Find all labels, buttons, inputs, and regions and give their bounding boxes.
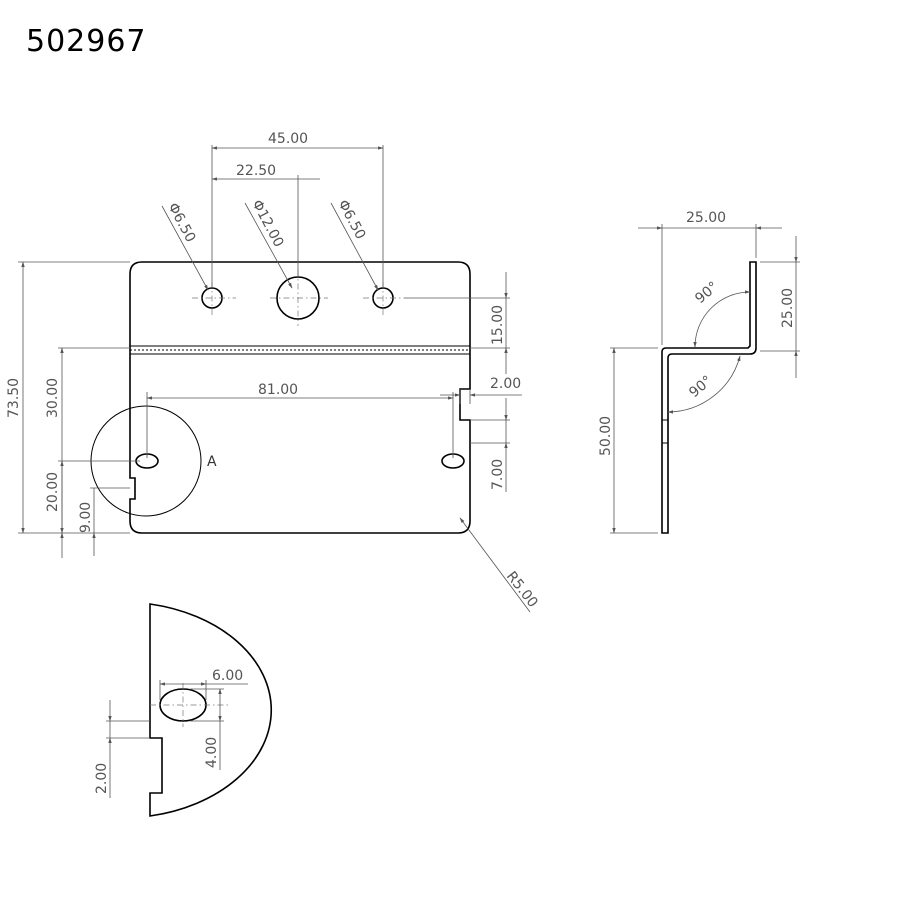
front-plate-outline [129, 261, 471, 534]
dim-bottom-height: 50.00 [598, 416, 614, 456]
dim-hole-pitch-center: 22.50 [236, 163, 276, 179]
dim-hole-center-dia: Φ12.00 [248, 197, 286, 250]
detail-label: A [207, 454, 217, 470]
dim-bend-angle-bottom: 90° [686, 373, 715, 401]
front-view: A 45.00 22.50 Φ6.50 Φ12.00 Φ6.50 73.50 3… [6, 131, 541, 613]
side-profile-outline [661, 261, 757, 534]
dim-slot-offset: 9.00 [78, 502, 94, 533]
dim-overall-height: 73.50 [6, 378, 22, 418]
detail-outline [149, 603, 272, 817]
dim-hole-right-dia: Φ6.50 [334, 197, 368, 242]
dim-notch-depth: 2.00 [490, 376, 521, 392]
dim-detail-notch-depth: 2.00 [94, 763, 110, 794]
dim-detail-slot-length: 6.00 [212, 668, 243, 684]
dim-hole-row-height: 15.00 [490, 305, 506, 345]
dim-notch-height: 7.00 [490, 459, 506, 490]
dim-slot-pitch: 81.00 [258, 382, 298, 398]
dim-top-height: 25.00 [780, 288, 796, 328]
dim-corner-radius: R5.00 [503, 569, 541, 611]
dim-slot-height: 20.00 [45, 472, 61, 512]
dim-hole-pitch-outer: 45.00 [268, 131, 308, 147]
dim-offset-width: 25.00 [686, 210, 726, 226]
side-view: 25.00 25.00 50.00 90° 90° [598, 210, 800, 534]
dim-hole-left-dia: Φ6.50 [164, 200, 198, 245]
detail-view: 6.00 4.00 2.00 [94, 603, 272, 817]
dim-flange-to-bend: 30.00 [45, 378, 61, 418]
part-number: 502967 [26, 24, 147, 59]
dim-detail-slot-width: 4.00 [204, 737, 220, 768]
